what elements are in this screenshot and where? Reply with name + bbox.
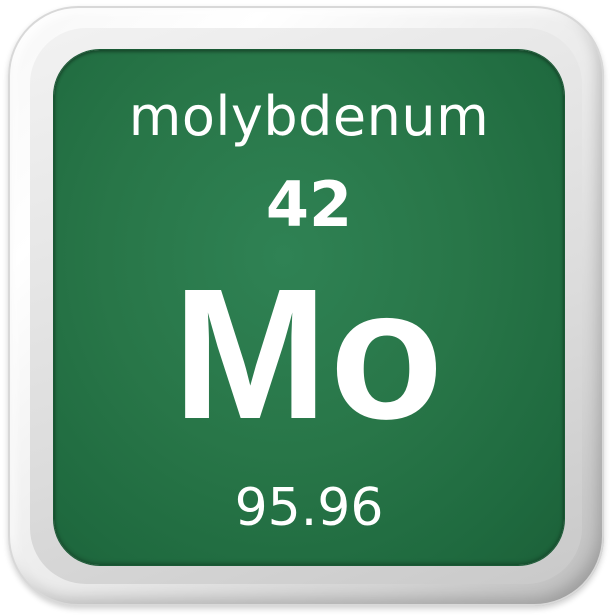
element-tile: molybdenum 42 Mo 95.96	[54, 50, 564, 565]
element-symbol: Mo	[172, 251, 446, 458]
element-name: molybdenum	[128, 85, 490, 148]
atomic-number: 42	[265, 168, 353, 241]
atomic-mass: 95.96	[234, 478, 384, 538]
